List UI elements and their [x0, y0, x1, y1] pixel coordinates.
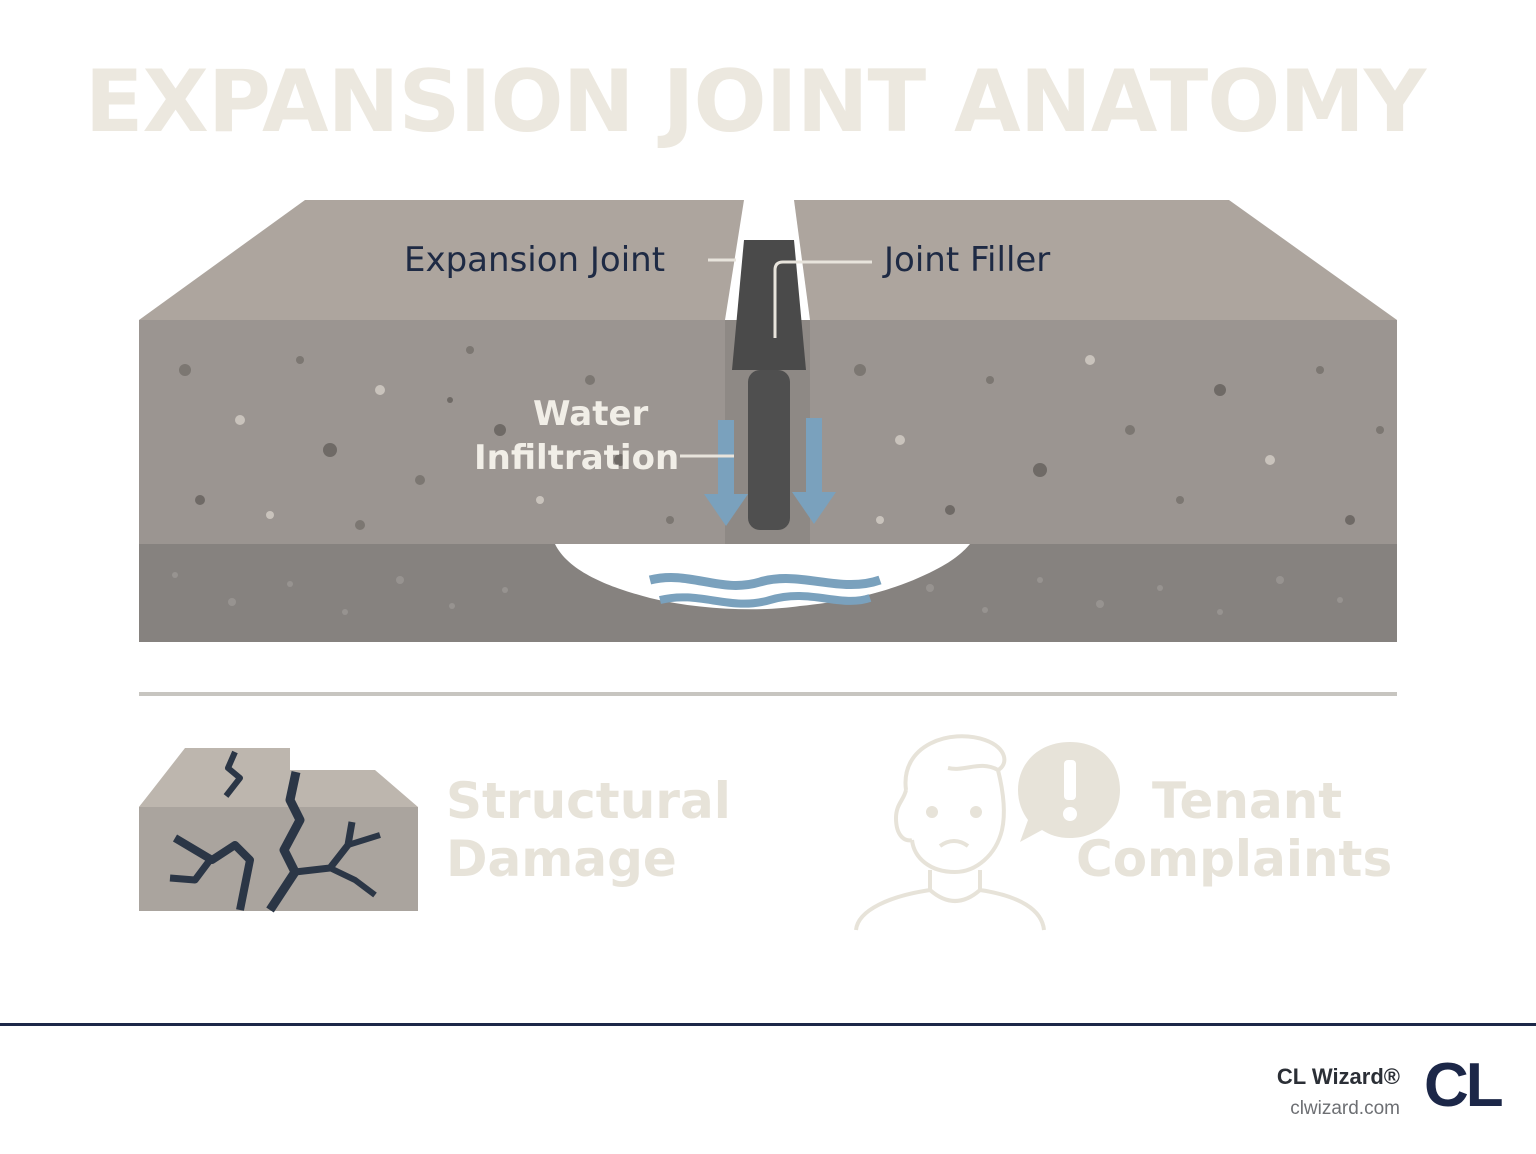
expansion-joint-label: Expansion Joint [404, 240, 666, 280]
brand-logo: CL [1424, 1051, 1504, 1120]
tenant-person-icon [854, 734, 1046, 931]
joint-filler [748, 370, 790, 530]
divider [139, 692, 1397, 696]
brand-name: CL Wizard® [1276, 1064, 1400, 1089]
joint-filler-leader [773, 260, 872, 338]
aggregate-speckles [179, 346, 1384, 530]
water-label-line1: Water [533, 394, 649, 434]
tenant-complaints-line2: Complaints [1076, 830, 1393, 888]
alert-speech-bubble-icon [1018, 742, 1120, 842]
joint-filler-top [732, 240, 806, 370]
footer-divider [0, 1023, 1536, 1026]
right-slab-top [794, 200, 1397, 320]
structural-damage-line1: Structural [446, 772, 731, 830]
page-title: EXPANSION JOINT ANATOMY [84, 52, 1426, 152]
brand-url: clwizard.com [1290, 1098, 1400, 1119]
tenant-complaints-line1: Tenant [1152, 772, 1343, 830]
left-slab-face [139, 320, 725, 544]
water-pocket [555, 544, 970, 610]
cracked-block-icon [139, 748, 418, 913]
structural-damage-line2: Damage [446, 830, 677, 888]
water-label-line2: Infiltration [474, 438, 680, 478]
subbase-speckles [172, 572, 1343, 615]
water-arrows [704, 418, 836, 526]
water-wave-1 [648, 573, 882, 590]
right-slab-face [810, 320, 1397, 544]
water-wave-2 [659, 592, 872, 608]
left-slab-top [139, 200, 744, 320]
joint-filler-label: Joint Filler [884, 240, 1051, 280]
